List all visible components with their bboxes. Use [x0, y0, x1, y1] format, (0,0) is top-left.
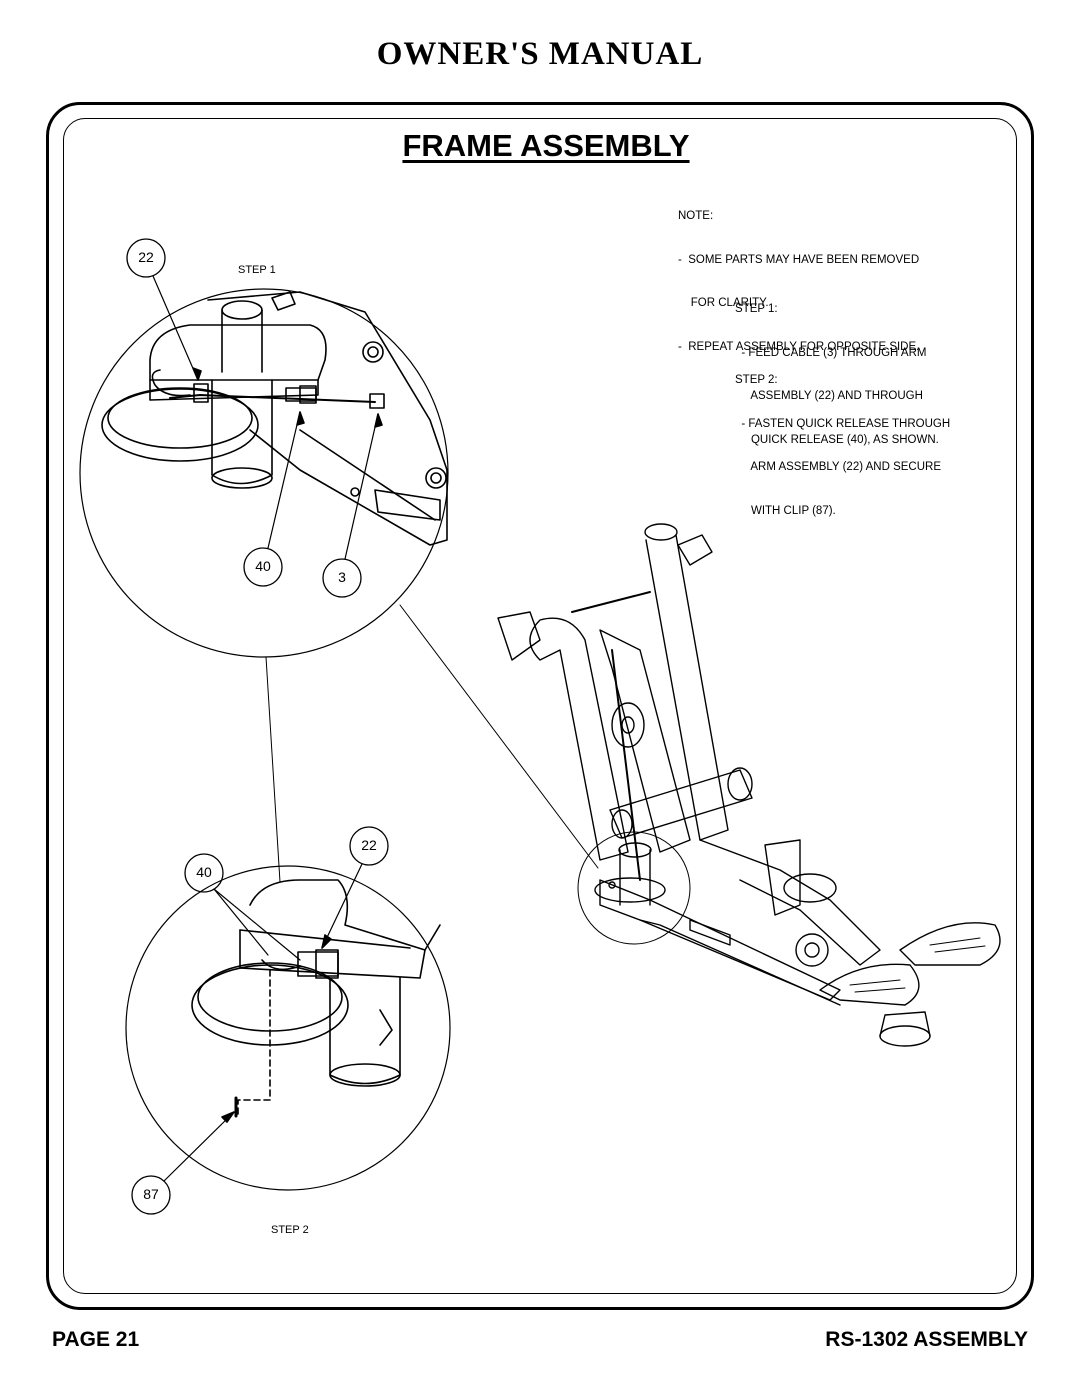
step1-line: ASSEMBLY (22) AND THROUGH: [735, 390, 923, 402]
callout-number-87: 87: [143, 1186, 159, 1202]
step1-detail-view: [79, 288, 449, 658]
note-heading: NOTE:: [678, 210, 714, 222]
machine-overview: [497, 523, 1001, 1047]
step2-line: ARM ASSEMBLY (22) AND SECURE: [735, 461, 942, 473]
step2-callouts: [131, 826, 389, 1215]
detail-leader-line: [265, 656, 281, 883]
callout-number-40: 40: [255, 558, 271, 574]
callout-bubble-40: [243, 547, 283, 587]
step1-callouts: [126, 238, 383, 598]
step2-line: - FASTEN QUICK RELEASE THROUGH: [735, 417, 951, 430]
inner-border: [63, 118, 1017, 1294]
callout-bubble-22: [126, 238, 166, 278]
callout-number-3: 3: [338, 569, 346, 585]
outer-border: [46, 102, 1034, 1310]
callout-number-40: 40: [196, 864, 212, 880]
step1-line: - FEED CABLE (3) THROUGH ARM: [735, 346, 927, 359]
section-title: FRAME ASSEMBLY: [402, 128, 690, 163]
callout-bubble-87: [131, 1175, 171, 1215]
callout-number-22: 22: [138, 249, 154, 265]
page-number: PAGE 21: [52, 1328, 140, 1351]
note-line: - REPEAT ASSEMBLY FOR OPPOSITE SIDE.: [678, 340, 920, 353]
step1-line: QUICK RELEASE (40), AS SHOWN.: [735, 433, 939, 446]
callout-bubble-22: [349, 826, 389, 866]
step2-detail-view: [125, 865, 451, 1191]
manual-title: OWNER'S MANUAL: [376, 36, 704, 72]
callout-bubble-3: [322, 558, 362, 598]
step2-label: STEP 2: [271, 1224, 309, 1236]
step2-instructions: STEP 2: - FASTEN QUICK RELEASE THROUGH A…: [735, 344, 950, 533]
model-assembly-label: RS-1302 ASSEMBLY: [825, 1328, 1028, 1351]
step1-label: STEP 1: [238, 264, 276, 276]
note-line: FOR CLARITY.: [678, 297, 769, 309]
note-block: NOTE: - SOME PARTS MAY HAVE BEEN REMOVED…: [678, 180, 919, 369]
callout-number-22: 22: [361, 837, 377, 853]
note-line: - SOME PARTS MAY HAVE BEEN REMOVED: [678, 253, 920, 266]
step2-line: WITH CLIP (87).: [735, 504, 836, 517]
step1-instructions: STEP 1: - FEED CABLE (3) THROUGH ARM ASS…: [735, 273, 939, 462]
step1-heading: STEP 1:: [735, 303, 778, 315]
callout-bubble-40: [184, 853, 224, 893]
step2-heading: STEP 2:: [735, 374, 778, 386]
detail-leader-line: [399, 604, 599, 869]
